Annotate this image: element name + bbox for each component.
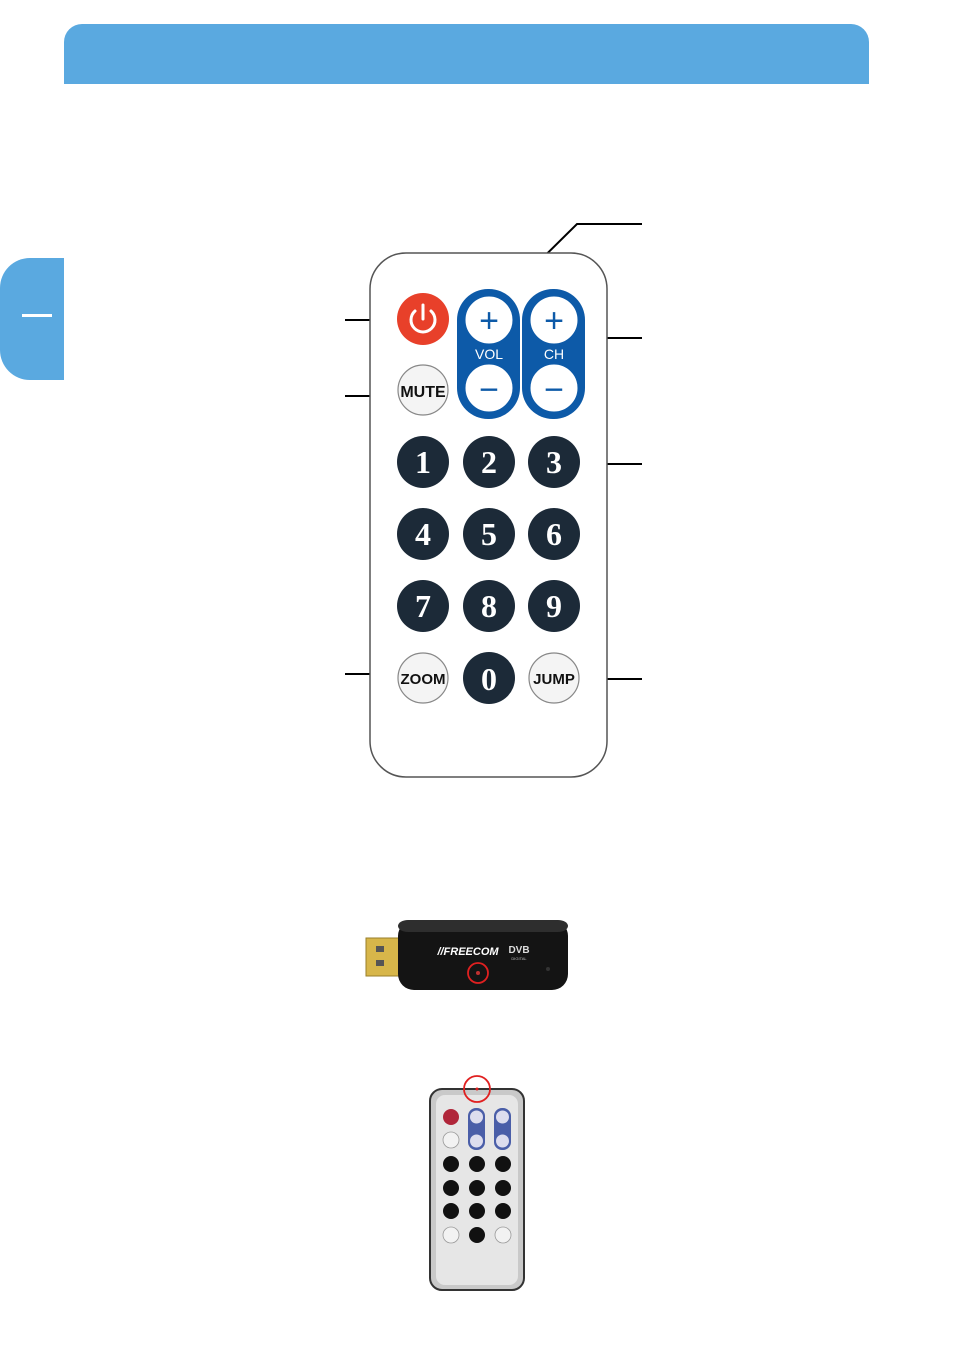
small-number-keypad [443,1156,511,1219]
mute-button[interactable]: MUTE [397,364,449,416]
zero-label: 0 [481,661,497,697]
power-button[interactable] [397,293,449,345]
vol-plus-button [462,293,516,347]
ch-label: CH [544,346,564,362]
number-key-2[interactable]: 2 [463,436,515,488]
number-key-label: 2 [481,444,497,480]
power-icon [409,303,437,334]
small-remote [429,1075,525,1291]
vol-label: VOL [475,346,503,362]
side-tab [0,258,64,380]
vol-plus-label: + [479,302,499,340]
ch-minus-label: − [544,371,564,409]
header-bar [64,24,869,84]
usb-body [398,920,568,990]
ir-emitter-marker [463,1075,491,1103]
small-key [469,1180,485,1196]
zoom-button[interactable]: ZOOM [397,652,449,704]
ch-minus-button [527,361,581,415]
number-key-label: 4 [415,516,431,552]
dash-icon [22,314,52,317]
small-key [443,1180,459,1196]
vol-minus-button [462,361,516,415]
usb-badge-sub: DIGITAL [511,956,527,961]
number-key-5[interactable]: 5 [463,508,515,560]
number-key-label: 6 [546,516,562,552]
number-key-7[interactable]: 7 [397,580,449,632]
usb-stick: //FREECOM DVB DIGITAL [365,920,568,990]
number-key-9[interactable]: 9 [528,580,580,632]
ir-sensor-marker [467,962,489,984]
number-key-label: 9 [546,588,562,624]
number-keypad: 1 2 3 4 5 6 7 8 9 [397,436,580,632]
number-key-label: 1 [415,444,431,480]
number-key-8[interactable]: 8 [463,580,515,632]
number-key-1[interactable]: 1 [397,436,449,488]
volume-rocker[interactable] [457,289,520,419]
vol-minus-label: − [479,371,499,409]
number-key-6[interactable]: 6 [528,508,580,560]
zero-button[interactable]: 0 [463,652,515,704]
small-key [495,1180,511,1196]
number-key-label: 8 [481,588,497,624]
usb-badge: DVB [508,945,529,956]
channel-rocker[interactable] [522,289,585,419]
number-key-3[interactable]: 3 [528,436,580,488]
usb-brand: //FREECOM [436,946,499,958]
number-key-label: 7 [415,588,431,624]
ir-sensor-dot [476,971,480,975]
small-key [495,1203,511,1219]
small-key [469,1156,485,1172]
mute-label: MUTE [400,384,446,401]
small-key [443,1156,459,1172]
number-key-4[interactable]: 4 [397,508,449,560]
ch-plus-label: + [544,302,564,340]
jump-label: JUMP [533,671,575,688]
zoom-label: ZOOM [401,671,446,688]
ch-plus-button [527,293,581,347]
number-key-label: 5 [481,516,497,552]
small-key [495,1156,511,1172]
number-key-label: 3 [546,444,562,480]
small-power-button [443,1109,459,1125]
small-key [443,1203,459,1219]
jump-button[interactable]: JUMP [528,652,580,704]
small-key [469,1203,485,1219]
